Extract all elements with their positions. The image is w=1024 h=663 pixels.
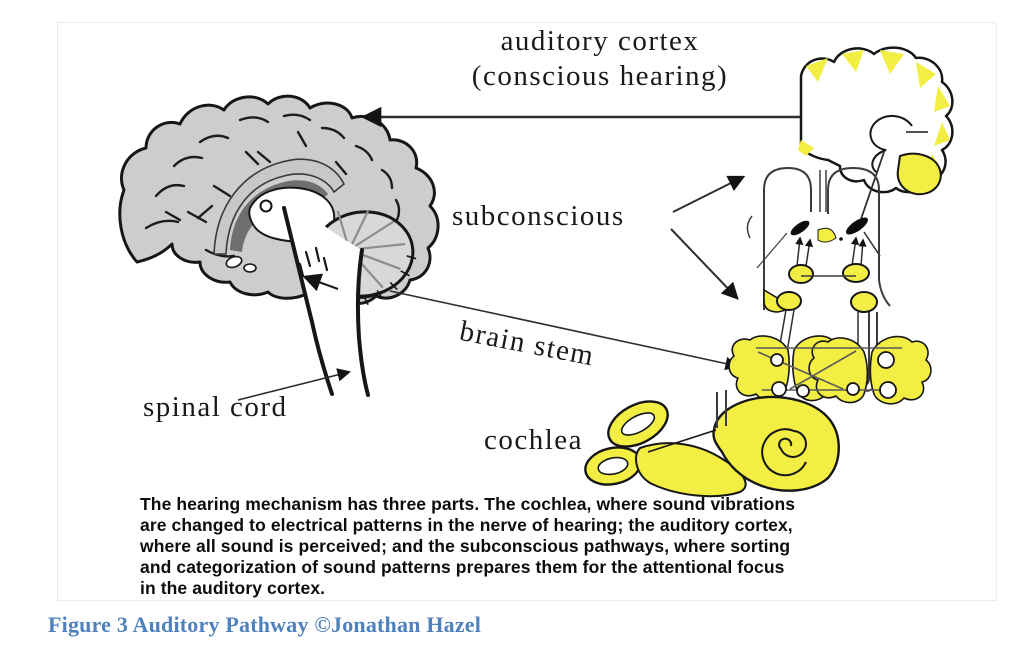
label-spinal-cord: spinal cord [143, 391, 288, 423]
cochlea-spiral [761, 428, 807, 477]
label-auditory-cortex: auditory cortex [500, 25, 700, 57]
label-conscious-hearing: (conscious hearing) [471, 60, 729, 92]
ascending-fibers [795, 236, 867, 267]
radiation-tail [863, 231, 881, 257]
vestibule-fold-line [647, 429, 717, 453]
description-line: The hearing mechanism has three parts. T… [140, 494, 796, 514]
temporal-yellow-lobe [896, 152, 942, 196]
cortex-hook-fold [869, 115, 913, 173]
mgb-right [845, 217, 869, 235]
leader-arrows [237, 106, 855, 401]
thalamus-column-left [763, 166, 812, 310]
brainstem-column [284, 208, 368, 393]
pons-arrow [302, 273, 339, 292]
subconscious-arrow-down [670, 228, 739, 300]
node-ic-right [842, 263, 870, 283]
corpus-callosum [213, 158, 346, 255]
figure-caption: Figure 3 Auditory Pathway ©Jonathan Haze… [48, 612, 482, 637]
brainstem-arrow [389, 290, 739, 371]
label-subconscious: subconscious [452, 200, 625, 232]
cord-right-edge [356, 248, 370, 397]
subconscious-arrow-up [672, 175, 746, 213]
cochlea-illustration [584, 390, 840, 498]
description-line: are changed to electrical patterns in th… [140, 515, 793, 535]
description-line: in the auditory cortex. [140, 578, 326, 598]
figure-description: The hearing mechanism has three parts. T… [140, 494, 946, 599]
mgb-left-fiber [756, 232, 788, 269]
vestibule-body [635, 442, 747, 498]
column-side-hook [746, 215, 753, 239]
semicircular-canal-2-inner [597, 456, 629, 476]
midline-dot [839, 237, 843, 241]
mgb-yellow-crescent [817, 227, 837, 243]
label-cochlea: cochlea [484, 424, 584, 456]
hypothalamus-blob2 [243, 263, 257, 273]
semicircular-canal-1-inner [620, 412, 656, 436]
node-ic-left [788, 264, 814, 284]
spinal-cord-arrow [237, 368, 351, 401]
thalamus-column-right [827, 166, 891, 307]
cord-left-edge [282, 206, 334, 396]
node-ll-left [776, 291, 802, 311]
pons-dashes [298, 246, 329, 278]
brainstem-nucleus-circles [770, 351, 897, 399]
hypothalamus-blob [225, 255, 243, 269]
thalamus-detail-circle [259, 199, 273, 213]
pathway-schematic [584, 46, 954, 498]
description-line: where all sound is perceived; and the su… [140, 536, 791, 556]
nerve-root-yellow [734, 422, 749, 436]
node-ll-right [850, 291, 878, 313]
brain-illustration [118, 94, 440, 397]
description-line: and categorization of sound patterns pre… [140, 557, 785, 577]
mgb-left [790, 220, 810, 236]
cochlea-snail-body [712, 395, 840, 492]
auditory-radiation-line [859, 151, 885, 223]
